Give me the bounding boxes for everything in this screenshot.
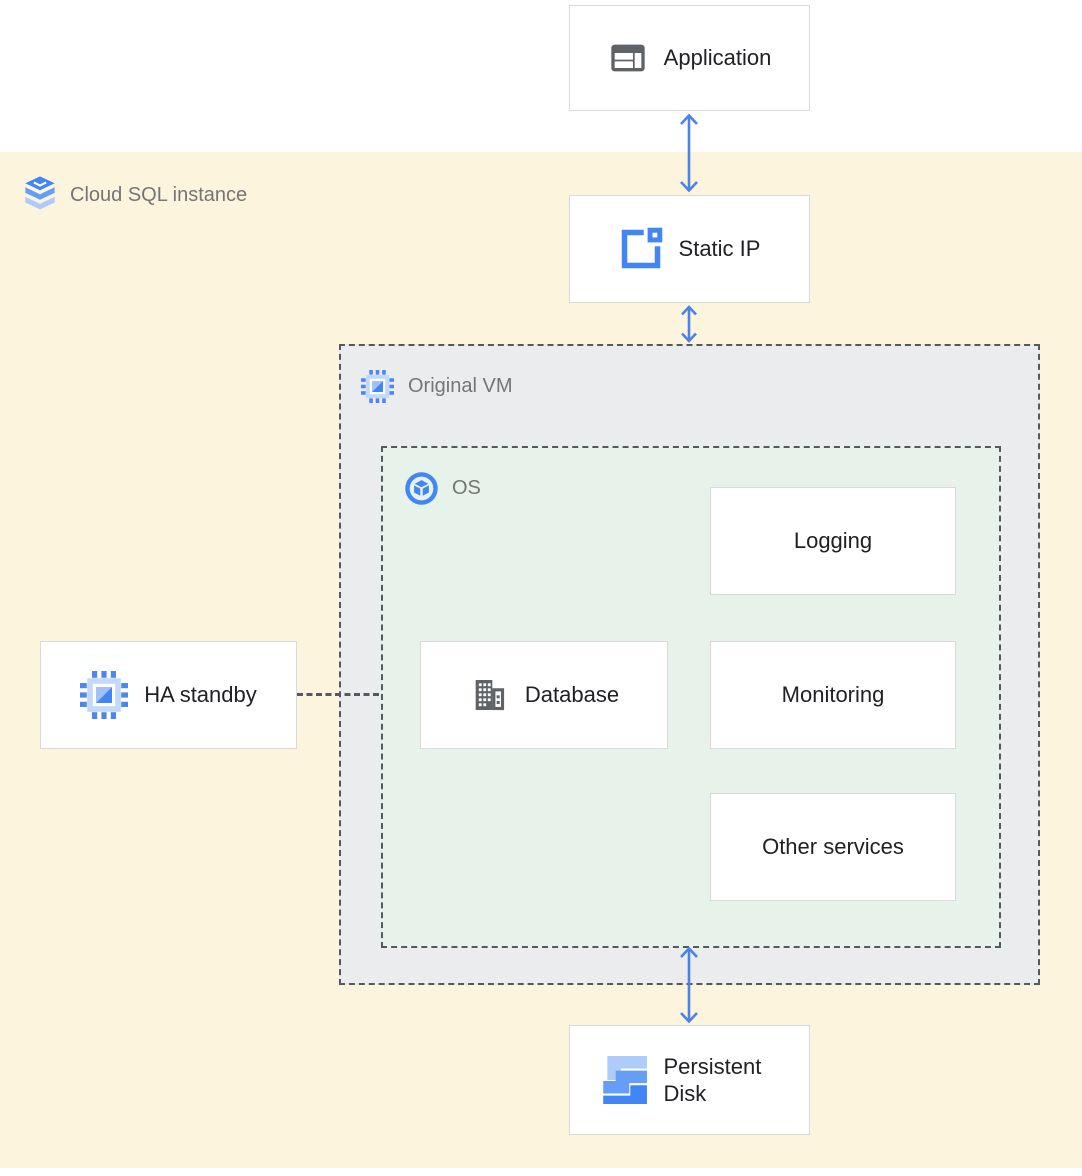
database-node: Database [420,641,668,749]
other-services-node: Other services [710,793,956,901]
web-app-icon [608,38,648,78]
application-node: Application [569,5,810,111]
arrow-vm-persistent-disk [675,946,703,1024]
arrow-staticip-vm [675,305,703,343]
compute-engine-chip-icon [80,671,129,719]
os-label-text: OS [452,477,481,499]
os-cube-icon [405,472,438,505]
persistent-disk-icon [598,1055,648,1105]
persistent-disk-node-label: Persistent Disk [663,1053,762,1107]
os-label: OS [405,472,481,505]
monitoring-node: Monitoring [710,641,956,749]
compute-engine-chip-icon [361,370,394,403]
arrow-application-staticip [675,113,703,193]
dashed-line-hastandby-vm [297,693,379,696]
ha-standby-node: HA standby [40,641,297,749]
cloud-sql-instance-label: Cloud SQL instance [24,176,247,214]
original-vm-label-text: Original VM [408,375,513,397]
persistent-disk-node: Persistent Disk [569,1025,810,1135]
cloud-sql-instance-label-text: Cloud SQL instance [70,183,248,206]
ha-standby-node-label: HA standby [144,682,257,707]
logging-node-label: Logging [793,528,873,553]
static-ip-icon [619,227,663,271]
application-node-label: Application [663,45,772,70]
database-building-icon [469,675,509,715]
static-ip-node-label: Static IP [678,236,761,261]
database-node-label: Database [524,682,620,707]
monitoring-node-label: Monitoring [781,682,885,707]
logging-node: Logging [710,487,956,595]
cloud-sql-icon [24,176,56,214]
original-vm-label: Original VM [361,370,512,403]
other-services-node-label: Other services [762,834,904,859]
static-ip-node: Static IP [569,195,810,303]
